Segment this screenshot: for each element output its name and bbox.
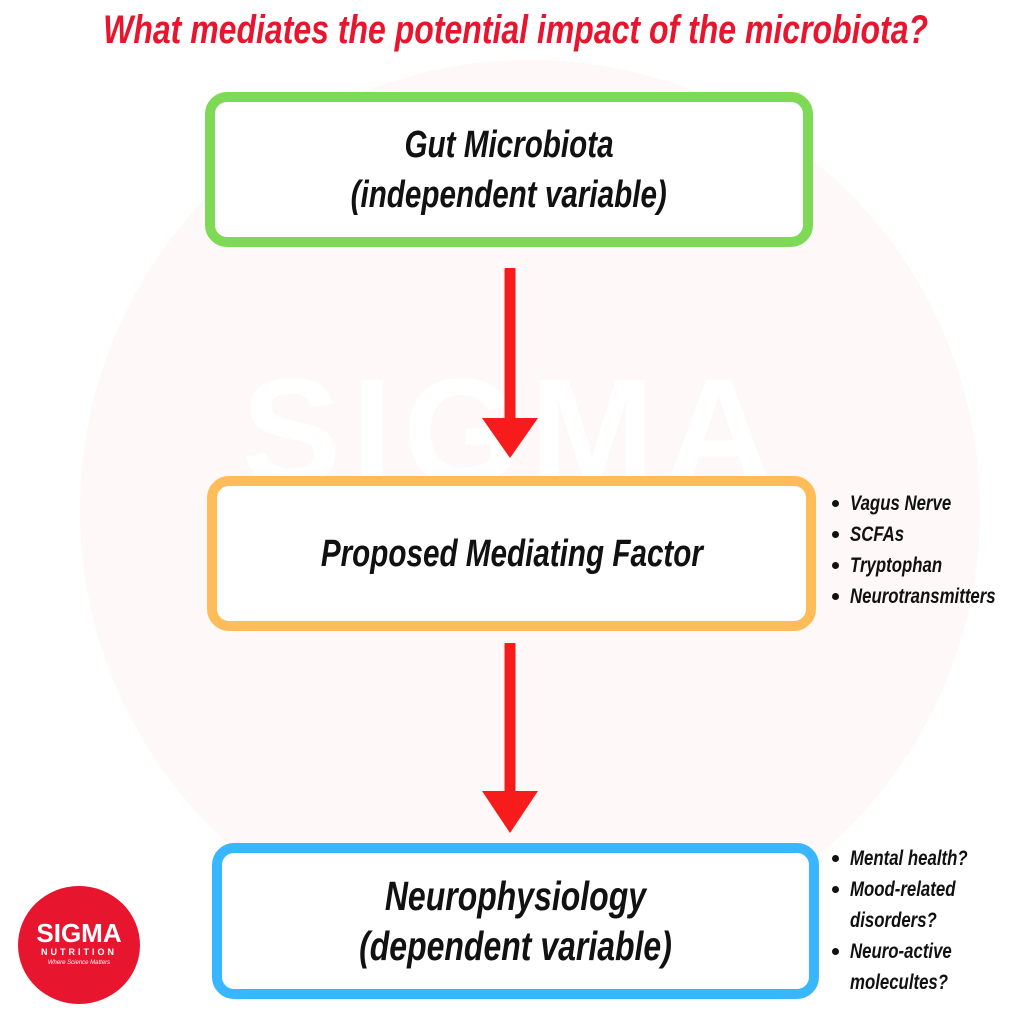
sigma-nutrition-logo: SIGMA NUTRITION Where Science Matters [18, 886, 140, 1004]
box-label: Proposed Mediating Factor [320, 532, 703, 575]
arrow-down-icon [482, 643, 538, 833]
list-item: Tryptophan [826, 550, 1024, 581]
outcomes-list: Mental health? Mood-related disorders? N… [826, 843, 1000, 998]
list-item: Neuro-active molecultes? [826, 936, 1000, 998]
list-item: SCFAs [826, 519, 1024, 550]
arrow-down-icon [482, 268, 538, 458]
logo-sub: NUTRITION [41, 947, 117, 957]
box-label: Neurophysiology [384, 873, 647, 919]
box-sublabel: (independent variable) [350, 173, 668, 216]
list-item: Mood-related disorders? [826, 874, 1000, 936]
box-label: Gut Microbiota [404, 123, 614, 166]
gut-microbiota-box: Gut Microbiota (independent variable) [205, 92, 813, 247]
logo-name: SIGMA [36, 918, 122, 948]
mediating-factor-box: Proposed Mediating Factor [207, 476, 816, 631]
list-item: Vagus Nerve [826, 488, 1024, 519]
list-item: Neurotransmitters [826, 581, 1024, 612]
box-sublabel: (dependent variable) [359, 923, 672, 969]
list-item: Mental health? [826, 843, 1000, 874]
page-title: What mediates the potential impact of th… [103, 8, 929, 52]
logo-tagline: Where Science Matters [47, 960, 111, 966]
neurophysiology-box: Neurophysiology (dependent variable) [212, 843, 819, 999]
mediators-list: Vagus Nerve SCFAs Tryptophan Neurotransm… [826, 488, 1024, 612]
